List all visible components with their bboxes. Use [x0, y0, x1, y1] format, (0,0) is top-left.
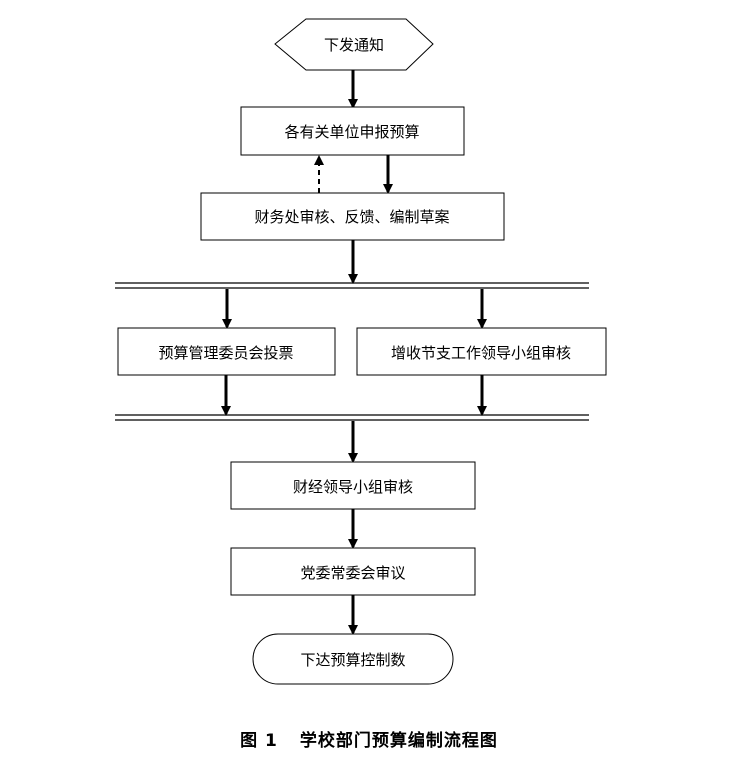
- node-party-label: 党委常委会审议: [300, 564, 405, 582]
- node-committee-label: 预算管理委员会投票: [158, 344, 293, 362]
- party-box: [230, 547, 476, 596]
- node-start-label: 下发通知: [324, 36, 384, 54]
- node-end: 下达预算控制数: [252, 633, 454, 685]
- node-party: 党委常委会审议: [230, 547, 476, 596]
- finlead-box: [230, 461, 476, 510]
- node-finance-label: 财务处审核、反馈、编制草案: [254, 208, 449, 226]
- figure-title: 学校部门预算编制流程图: [299, 731, 498, 751]
- committee-box: [117, 327, 336, 376]
- node-end-label: 下达预算控制数: [300, 651, 405, 669]
- node-finance: 财务处审核、反馈、编制草案: [200, 192, 505, 241]
- node-savings: 增收节支工作领导小组审核: [356, 327, 607, 376]
- node-finlead-label: 财经领导小组审核: [293, 478, 413, 496]
- node-finlead: 财经领导小组审核: [230, 461, 476, 510]
- node-savings-label: 增收节支工作领导小组审核: [391, 344, 571, 362]
- hexagon-shape: [274, 18, 434, 71]
- figure-caption: 图 1 学校部门预算编制流程图: [0, 726, 738, 751]
- node-report-label: 各有关单位申报预算: [284, 123, 419, 141]
- join-bar: [115, 414, 589, 421]
- figure-number: 图 1: [240, 731, 278, 751]
- savings-box: [356, 327, 607, 376]
- node-report: 各有关单位申报预算: [240, 106, 465, 156]
- terminator-shape: [252, 633, 454, 685]
- node-start: 下发通知: [274, 18, 434, 71]
- node-committee: 预算管理委员会投票: [117, 327, 336, 376]
- report-box: [240, 106, 465, 156]
- fork-bar: [115, 282, 589, 289]
